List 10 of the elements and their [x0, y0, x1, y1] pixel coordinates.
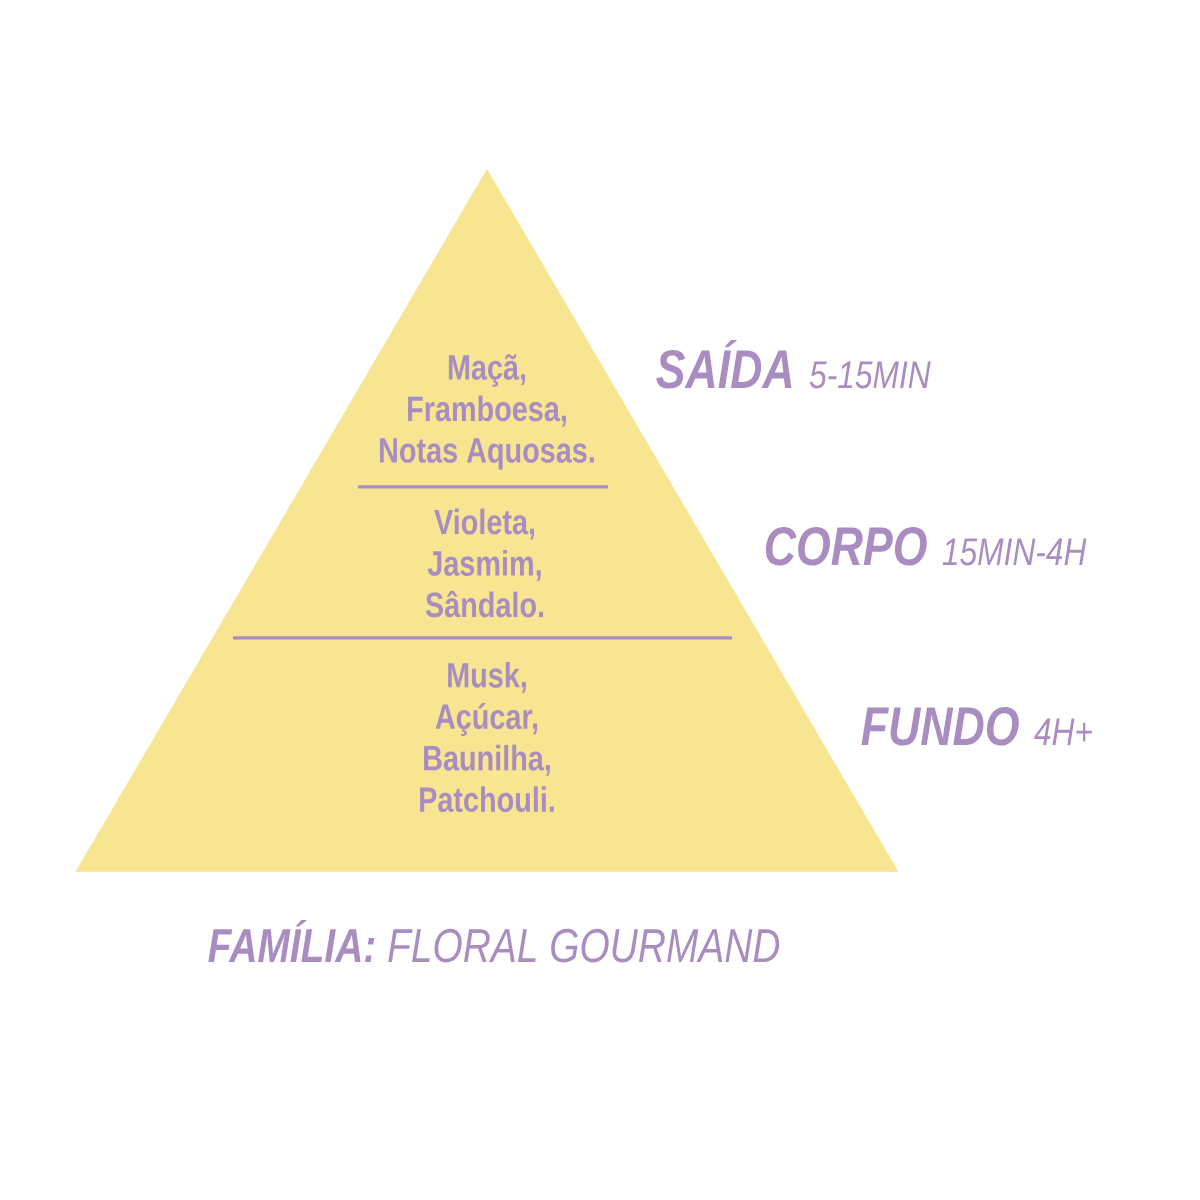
note-list: Maçã, Framboesa, Notas Aquosas. — [380, 354, 594, 470]
stage-name: CORPO — [765, 526, 927, 566]
stage-name: FUNDO — [861, 706, 1019, 746]
note-list: Musk, Açúcar, Baunilha, Patchouli. — [420, 661, 554, 813]
note-list: Violeta, Jasmim, Sândalo. — [425, 508, 544, 618]
duration: 4H+ — [1034, 718, 1092, 745]
duration: 15MIN-4H — [942, 538, 1087, 566]
family-label: FAMÍLIA: FLORAL GOURMAND — [208, 920, 780, 963]
duration: 5-15MIN — [809, 361, 931, 389]
stage-name: SAÍDA — [656, 339, 792, 389]
